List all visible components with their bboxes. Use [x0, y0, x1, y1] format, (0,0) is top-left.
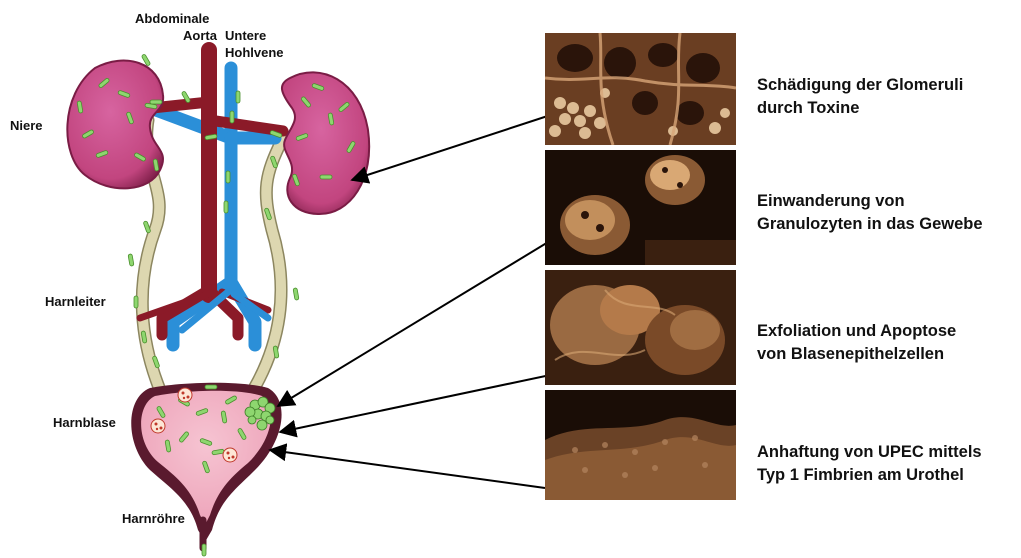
panel-4-caption-line2: Typ 1 Fimbrien am Urothel [757, 464, 964, 487]
panel-1-caption-line1: Schädigung der Glomeruli [757, 74, 963, 97]
panel-3-caption-line2: von Blasenepithelzellen [757, 343, 944, 366]
ureter-label: Harnleiter [45, 294, 106, 310]
arrow-to-kidney [352, 110, 566, 180]
right-kidney [282, 72, 369, 214]
panel-4-caption-line1: Anhaftung von UPEC mittels [757, 441, 982, 464]
bladder-label: Harnblase [53, 415, 116, 431]
vena-label-line2: Hohlvene [225, 45, 284, 61]
urethra-label: Harnröhre [122, 511, 185, 527]
arrow-to-fimbriae [270, 450, 545, 488]
panel-3-caption-line1: Exfoliation und Apoptose [757, 320, 956, 343]
glomeruli-micrograph [545, 33, 736, 145]
vena-label-line1: Untere [225, 28, 266, 44]
granulocytes-micrograph [545, 150, 736, 265]
left-kidney [67, 61, 163, 189]
kidney-label: Niere [10, 118, 43, 134]
arrow-to-exfoliation [280, 370, 574, 432]
panel-1-caption-line2: durch Toxine [757, 97, 859, 120]
panel-2-caption-line1: Einwanderung von [757, 190, 905, 213]
panel-2-caption-line2: Granulozyten in das Gewebe [757, 213, 983, 236]
exfoliation-micrograph [545, 270, 736, 385]
aorta-label-line1: Abdominale [135, 11, 209, 27]
fimbriae-micrograph [545, 390, 736, 500]
aorta-label-line2: Aorta [183, 28, 217, 44]
